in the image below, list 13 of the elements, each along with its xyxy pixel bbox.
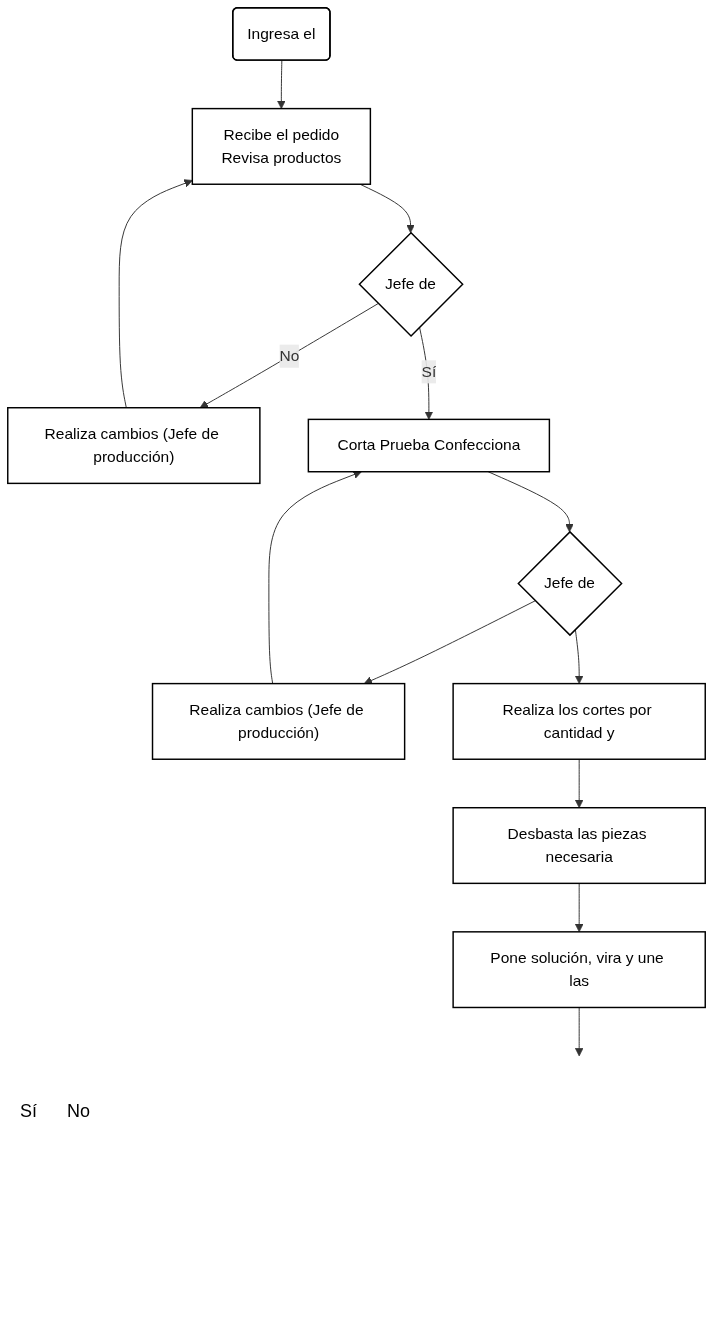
node-box: Realiza los cortes por cantidad y — [452, 682, 706, 760]
edge-label: Sí — [421, 363, 437, 380]
decision-label: No — [67, 1100, 91, 1122]
node-box: Pone solución, vira y une las — [452, 931, 706, 1009]
node-box: Corta Prueba Confecciona — [307, 418, 551, 473]
node-box: Realiza cambios (Jefe de producción) — [7, 407, 261, 485]
node-box: Recibe el pedido Revisa productos — [191, 107, 372, 185]
decision-label: Sí — [20, 1100, 37, 1122]
node-box: Desbasta las piezas necesaria — [452, 807, 706, 885]
node-box: Realiza cambios (Jefe de producción) — [151, 682, 406, 760]
node-diamond: Jefe de — [517, 530, 623, 637]
node-diamond: Jefe de — [358, 231, 464, 337]
edge-label: No — [279, 347, 300, 364]
